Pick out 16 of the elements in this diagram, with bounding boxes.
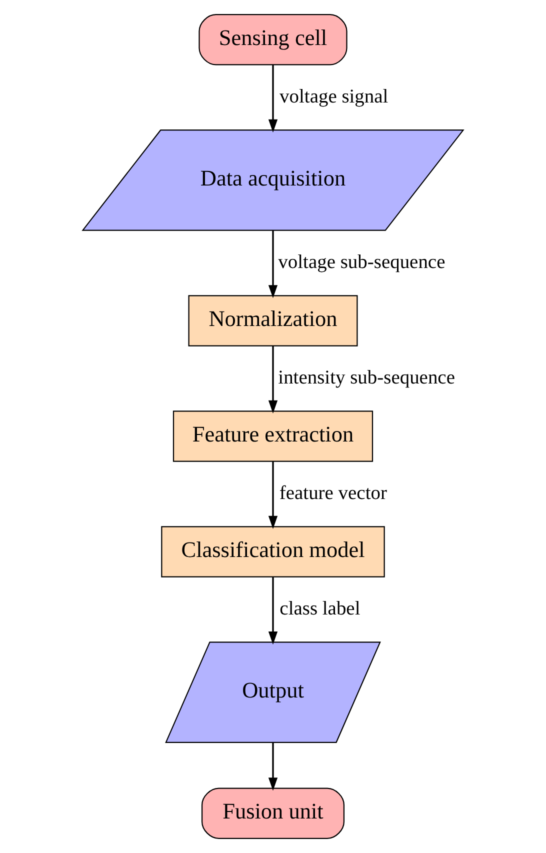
- arrow: [268, 577, 278, 645]
- edge-label: voltage signal: [280, 86, 388, 108]
- arrow: [268, 462, 278, 530]
- edge-label: class label: [280, 598, 360, 620]
- node-box: Feature extraction: [172, 410, 374, 462]
- edge-label: feature vector: [279, 483, 387, 504]
- arrow: [268, 742, 278, 791]
- edge-label: intensity sub-sequence: [278, 368, 455, 389]
- arrow: [268, 230, 278, 298]
- node-box: Normalization: [188, 295, 358, 346]
- node-box: Sensing cell: [198, 14, 348, 66]
- node-box: Fusion unit: [201, 788, 345, 839]
- arrow: [268, 346, 278, 414]
- edge-label: voltage sub-sequence: [278, 252, 446, 274]
- node-box: Classification model: [161, 526, 385, 578]
- arrow: [268, 65, 278, 133]
